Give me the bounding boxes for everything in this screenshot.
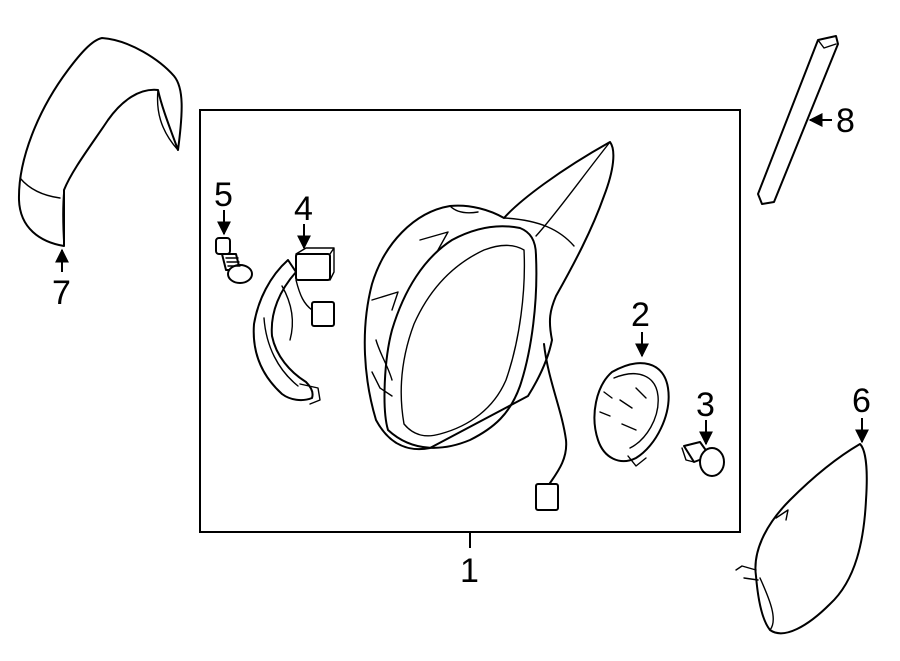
callout-2: 2 xyxy=(631,296,650,334)
screw xyxy=(215,237,253,284)
callout-8: 8 xyxy=(836,102,855,140)
assembly-box xyxy=(199,109,741,533)
callout-1: 1 xyxy=(460,552,479,590)
callout-3: 3 xyxy=(696,386,715,424)
bolt xyxy=(681,441,725,477)
mirror-housing xyxy=(363,141,615,511)
trim-strip xyxy=(757,35,839,205)
mirror-cover-cap xyxy=(17,37,183,247)
callout-5: 5 xyxy=(214,176,233,214)
mirror-motor xyxy=(593,362,670,467)
turn-signal-lamp xyxy=(252,247,335,405)
callout-6: 6 xyxy=(852,382,871,420)
mirror-glass xyxy=(735,443,868,635)
callout-leaders xyxy=(55,113,869,548)
callout-7: 7 xyxy=(52,274,71,312)
callout-4: 4 xyxy=(294,190,313,228)
